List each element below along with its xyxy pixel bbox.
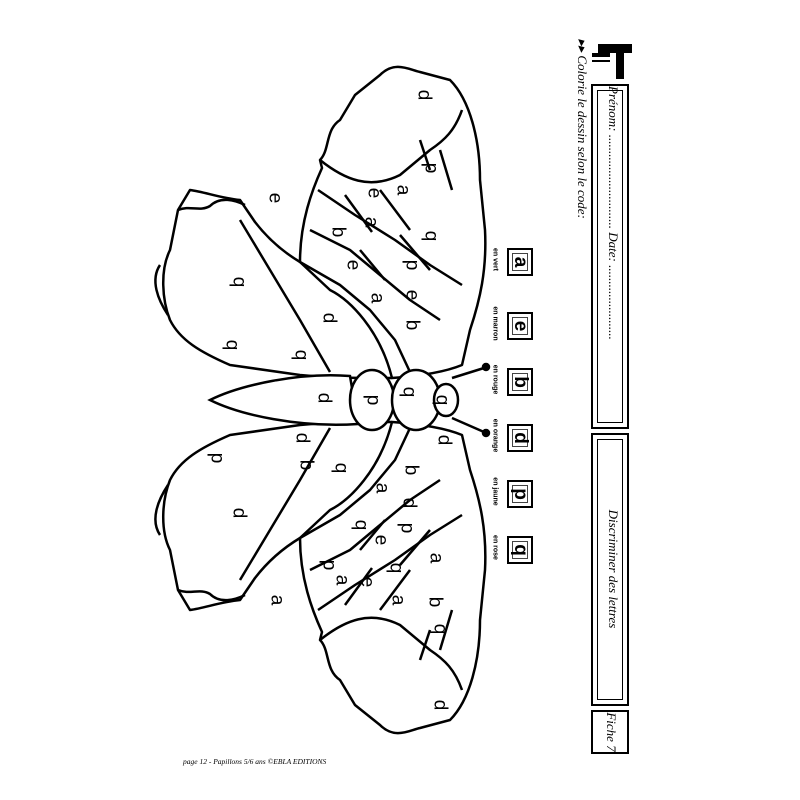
wing-letter: q <box>221 339 243 351</box>
sheet-label: Fiche 7 <box>604 712 619 752</box>
wing-letter: q <box>385 562 407 574</box>
wing-letter: a <box>392 184 414 196</box>
wing-letter: b <box>401 319 423 331</box>
code-box-a: a <box>507 248 533 276</box>
wing-letter: p <box>362 394 384 406</box>
wing-letter: d <box>318 312 340 324</box>
wing-letter: d <box>291 432 313 444</box>
wing-letter: p <box>420 162 442 174</box>
wing-letter: d <box>433 434 455 446</box>
wing-letter: a <box>366 292 388 304</box>
instruction-text: Colorie le dessin selon le code: <box>575 55 590 219</box>
wing-letter: b <box>295 459 317 471</box>
wing-letter: q <box>429 623 451 635</box>
wing-letter: e <box>356 576 378 588</box>
wing-letter: a <box>387 594 409 606</box>
wing-letter: q <box>398 386 420 398</box>
wing-letter: e <box>370 534 392 546</box>
wing-letter: d <box>398 497 420 509</box>
wing-letter: a <box>331 574 353 586</box>
code-caption: en jaune <box>491 477 499 506</box>
wing-letter: d <box>413 89 435 101</box>
subject-box: Discriminer des lettres <box>591 433 629 706</box>
code-box-d: d <box>507 424 533 452</box>
lower-wing-outline <box>154 420 487 735</box>
wing-letter: d <box>313 392 335 404</box>
arrow-bullet-icon: ▸▸ <box>575 39 590 53</box>
code-caption: en rouge <box>491 364 499 395</box>
sheet-number-box: Fiche 7 <box>591 710 629 754</box>
antenna-icon <box>451 362 491 438</box>
butterfly-body <box>207 368 460 432</box>
instruction: ▸▸ Colorie le dessin selon le code: <box>573 39 591 249</box>
wing-letter: q <box>431 394 453 406</box>
wing-letter: b <box>424 596 446 608</box>
code-box-e: e <box>507 312 533 340</box>
code-caption: en vert <box>491 248 499 271</box>
wing-letter: e <box>342 259 364 271</box>
wing-letter: p <box>206 452 228 464</box>
wing-letter: q <box>420 230 442 242</box>
wing-letter: a <box>360 216 382 228</box>
code-letter: a <box>510 256 531 268</box>
code-caption: en rose <box>491 535 499 560</box>
code-caption: en marron <box>491 306 499 341</box>
code-letter: b <box>510 376 531 388</box>
code-letter: p <box>510 488 531 500</box>
wing-letter: p <box>318 559 340 571</box>
wing-letter: d <box>429 699 451 711</box>
wing-letter: p <box>401 259 423 271</box>
wing-letter: a <box>266 594 288 606</box>
wing-letter: p <box>396 522 418 534</box>
code-letter: q <box>510 544 531 556</box>
code-letter: e <box>510 320 531 332</box>
wing-letter: q <box>290 349 312 361</box>
code-box-q: q <box>507 536 533 564</box>
code-box-b: b <box>507 368 533 396</box>
wing-letter: e <box>401 289 423 301</box>
code-letter: d <box>510 432 531 444</box>
publisher-logo-icon <box>592 44 632 79</box>
wing-letter: a <box>371 482 393 494</box>
prenom-field[interactable]: Prénom: ............................. <box>606 86 621 229</box>
wing-letter: a <box>425 552 447 564</box>
wing-letter: b <box>327 226 349 238</box>
wing-letter: b <box>400 464 422 476</box>
subject-title: Discriminer des lettres <box>606 509 621 629</box>
wing-letter: d <box>228 507 250 519</box>
name-date-box: Prénom: ............................. Da… <box>591 84 629 429</box>
code-box-p: p <box>507 480 533 508</box>
wing-letter: e <box>264 192 286 204</box>
page-footer: page 12 - Papillons 5/6 ans ©EBLA EDITIO… <box>183 757 327 766</box>
wing-letter: q <box>350 519 372 531</box>
wing-letter: e <box>363 187 385 199</box>
date-field[interactable]: Date: ....................... <box>606 232 621 340</box>
upper-wing-outline <box>154 65 487 380</box>
wing-letter: q <box>330 462 352 474</box>
code-caption: en orange <box>491 418 499 453</box>
wing-letter: q <box>228 276 250 288</box>
